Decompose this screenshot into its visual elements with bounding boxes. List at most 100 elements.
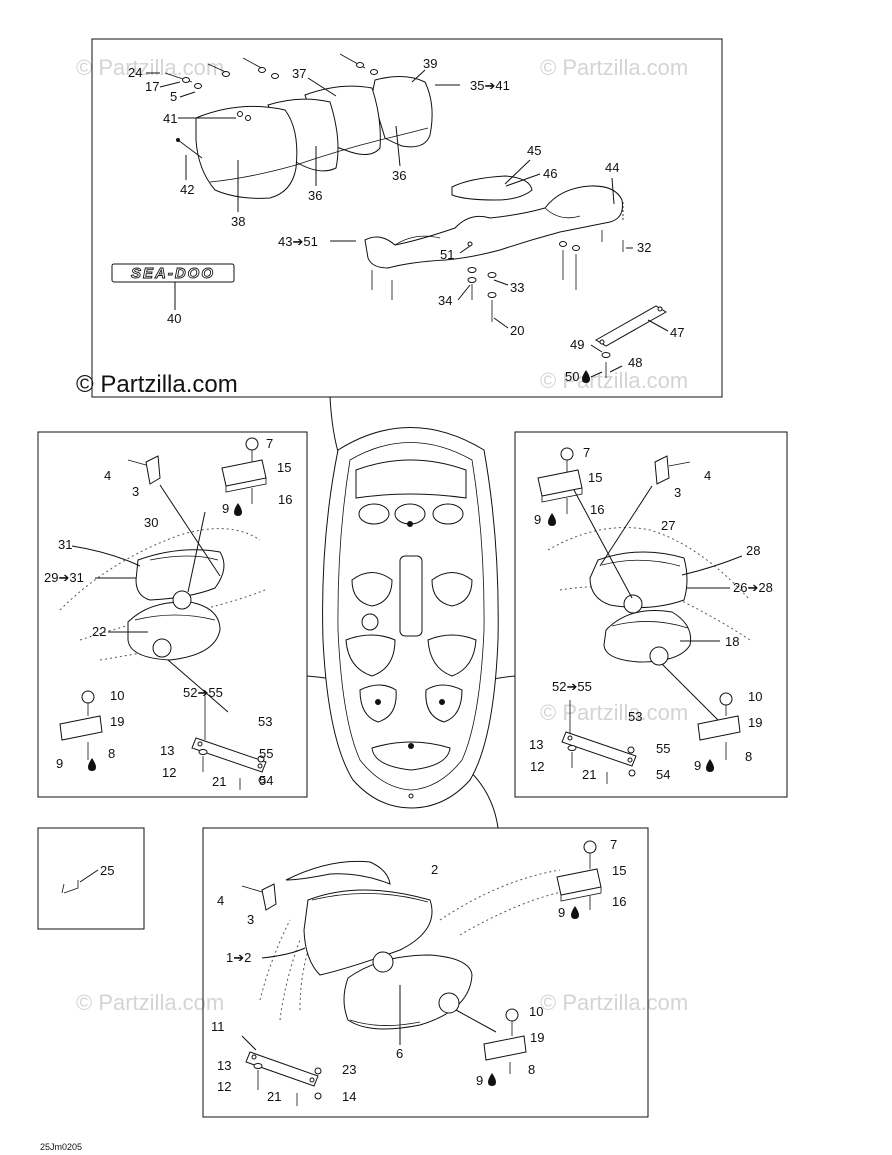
part-callout-label: 7: [266, 436, 273, 451]
seat-cushion-22: [127, 601, 221, 661]
part-callout-label: 26➔28: [733, 580, 773, 595]
seat-segment-39: [371, 76, 433, 148]
part-callout-label: 18: [725, 634, 739, 649]
part-callout-label: 39: [423, 56, 437, 71]
part-callout-label: 50: [565, 369, 579, 384]
backrest-30: [135, 549, 225, 601]
part-callout-label: 36: [392, 168, 406, 183]
part-callout-label: 27: [661, 518, 675, 533]
part-callout-label: 29➔31: [44, 570, 84, 585]
part-callout-label: 12: [162, 765, 176, 780]
part-callout-label: 17: [145, 79, 159, 94]
part-callout-label: 8: [108, 746, 115, 761]
hull-top-view: [322, 427, 499, 809]
part-callout-label: 23: [342, 1062, 356, 1077]
part-callout-label: 52➔55: [552, 679, 592, 694]
panel-left-seat: [37, 431, 308, 798]
part-callout-label: 8: [745, 749, 752, 764]
part-callout-label: 37: [292, 66, 306, 81]
panel-top-seat: [91, 38, 723, 398]
panel-rear-seat: [202, 827, 649, 1118]
part-callout-label: 30: [144, 515, 158, 530]
part-callout-label: 16: [590, 502, 604, 517]
part-callout-label: 35➔41: [470, 78, 510, 93]
callout-leaders: [146, 69, 669, 378]
part-callout-label: 34: [438, 293, 452, 308]
part-callout-label: 19: [110, 714, 124, 729]
part-callout-label: 55: [259, 746, 273, 761]
right-seat-drawing: [537, 447, 751, 784]
sea-doo-logo: SEA-DOO: [111, 263, 235, 283]
part-callout-label: 41: [163, 111, 177, 126]
part-callout-label: 28: [746, 543, 760, 558]
part-callout-label: 10: [529, 1004, 543, 1019]
part-callout-label: 54: [259, 773, 273, 788]
part-callout-label: 21: [212, 774, 226, 789]
bracket-47: [595, 305, 667, 378]
part-callout-label: 9: [222, 501, 229, 516]
part-callout-label: 46: [543, 166, 557, 181]
part-callout-label: 48: [628, 355, 642, 370]
part-callout-label: 9: [56, 756, 63, 771]
seat-cushion-6: [343, 954, 473, 1030]
part-callout-label: 22: [92, 624, 106, 639]
part-callout-label: 5: [170, 89, 177, 104]
part-callout-label: 14: [342, 1089, 356, 1104]
watermark-text: © Partzilla.com: [540, 55, 688, 80]
part-callout-label: 51: [440, 247, 454, 262]
part-callout-label: 4: [217, 893, 224, 908]
part-callout-label: 49: [570, 337, 584, 352]
part-callout-label: 25: [100, 863, 114, 878]
part-callout-label: 53: [628, 709, 642, 724]
main-seat-drawing: [164, 53, 433, 199]
part-callout-label: 38: [231, 214, 245, 229]
part-callout-label: 20: [510, 323, 524, 338]
rear-seat-drawing: [241, 840, 602, 1106]
watermark-text: © Partzilla.com: [540, 700, 688, 725]
backrest-2: [303, 889, 433, 976]
part-callout-label: 15: [277, 460, 291, 475]
passenger-seat-drawing: [364, 175, 624, 322]
part-callout-label: 1➔2: [226, 950, 251, 965]
part-callout-label: 11: [211, 1019, 225, 1034]
logo-text: SEA-DOO: [131, 265, 215, 282]
watermark-text: © Partzilla.com: [540, 990, 688, 1015]
panel-right-seat: [514, 431, 788, 798]
part-callout-label: 19: [530, 1030, 544, 1045]
part-callout-label: 3: [132, 484, 139, 499]
part-callout-label: 21: [267, 1089, 281, 1104]
part-callout-label: 31: [58, 537, 72, 552]
part-callout-label: 32: [637, 240, 651, 255]
watermark-text: © Partzilla.com: [76, 990, 224, 1015]
part-callout-label: 52➔55: [183, 685, 223, 700]
part-callout-label: 12: [530, 759, 544, 774]
part-callout-label: 3: [674, 485, 681, 500]
watermark-text: © Partzilla.com: [540, 368, 688, 393]
part-callout-label: 9: [694, 758, 701, 773]
backrest-pad-45: [451, 175, 533, 201]
oil-drop-icon: [88, 370, 714, 1086]
part-callout-label: 9: [558, 905, 565, 920]
part-callout-label: 55: [656, 741, 670, 756]
panel-clip: [37, 827, 145, 930]
watermark-text: © Partzilla.com: [76, 55, 224, 80]
part-callout-label: 53: [258, 714, 272, 729]
part-callout-label: 2: [431, 862, 438, 877]
seat-segment-38: [195, 105, 298, 199]
part-callout-label: 4: [704, 468, 711, 483]
part-callout-label: 40: [167, 311, 181, 326]
part-callout-label: 7: [610, 837, 617, 852]
part-callout-label: 15: [588, 470, 602, 485]
part-callout-label: 7: [583, 445, 590, 460]
part-callout-label: 9: [534, 512, 541, 527]
part-callout-label: 4: [104, 468, 111, 483]
copyright-text: © Partzilla.com: [76, 371, 238, 398]
part-callout-label: 45: [527, 143, 541, 158]
part-callout-label: 54: [656, 767, 670, 782]
part-callout-label: 33: [510, 280, 524, 295]
part-callout-label: 13: [529, 737, 543, 752]
part-callout-label: 3: [247, 912, 254, 927]
doc-code: 25Jm0205: [40, 1142, 82, 1152]
